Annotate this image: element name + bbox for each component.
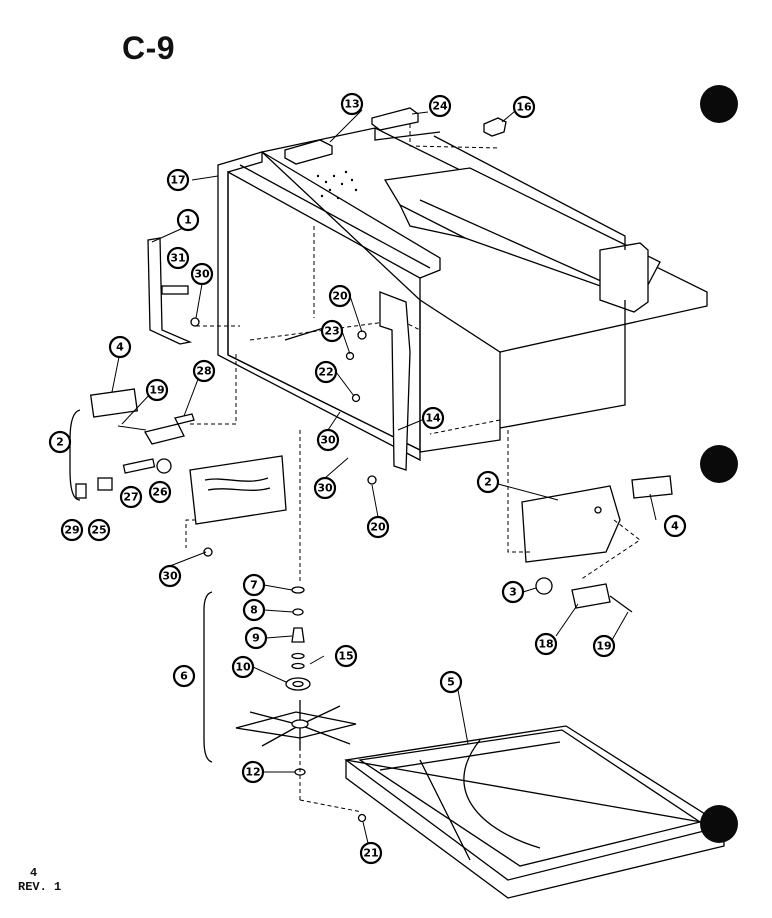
callout-26: 26 (148, 480, 172, 504)
callout-18: 18 (534, 632, 558, 656)
callout-23: 23 (320, 319, 344, 343)
callout-5: 5 (439, 670, 463, 694)
callout-27: 27 (119, 485, 143, 509)
callout-3: 3 (501, 580, 525, 604)
callout-19: 19 (145, 378, 169, 402)
svg-text:2: 2 (56, 436, 64, 449)
callout-1: 1 (176, 208, 200, 232)
callout-25: 25 (87, 518, 111, 542)
svg-text:13: 13 (344, 98, 359, 111)
callout-2: 2 (476, 470, 500, 494)
svg-text:4: 4 (671, 520, 679, 533)
svg-text:1: 1 (184, 214, 192, 227)
callout-4: 4 (108, 335, 132, 359)
svg-text:18: 18 (538, 638, 553, 651)
callout-28: 28 (192, 359, 216, 383)
callout-20: 20 (328, 284, 352, 308)
svg-text:25: 25 (91, 524, 106, 537)
callout-12: 12 (241, 760, 265, 784)
callout-7: 7 (242, 573, 266, 597)
svg-text:4: 4 (116, 341, 124, 354)
callout-17: 17 (166, 168, 190, 192)
svg-text:21: 21 (363, 847, 378, 860)
latch-assembly-right (521, 475, 673, 613)
svg-text:22: 22 (318, 366, 333, 379)
svg-text:15: 15 (338, 650, 353, 663)
svg-text:10: 10 (235, 661, 251, 674)
callout-8: 8 (242, 598, 266, 622)
svg-text:19: 19 (596, 640, 611, 653)
stirrer-leader-lines (169, 283, 537, 844)
callout-2: 2 (48, 430, 72, 454)
callout-30: 30 (158, 564, 182, 588)
callout-9: 9 (244, 626, 268, 650)
svg-text:29: 29 (64, 524, 79, 537)
callout-29: 29 (60, 518, 84, 542)
svg-text:14: 14 (425, 412, 441, 425)
svg-text:5: 5 (447, 676, 455, 689)
svg-text:12: 12 (245, 766, 260, 779)
svg-text:19: 19 (149, 384, 164, 397)
callout-15: 15 (334, 644, 358, 668)
stirrer-cover (344, 725, 726, 899)
callout-30: 30 (190, 262, 214, 286)
svg-text:30: 30 (320, 434, 336, 447)
callout-16: 16 (512, 95, 536, 119)
svg-text:30: 30 (162, 570, 178, 583)
callout-30: 30 (316, 428, 340, 452)
callout-4: 4 (663, 514, 687, 538)
svg-text:30: 30 (317, 482, 333, 495)
revision-label: REV. 1 (18, 880, 62, 894)
binder-hole-bottom (700, 805, 738, 843)
svg-text:9: 9 (252, 632, 260, 645)
svg-text:6: 6 (180, 670, 188, 683)
callout-13: 13 (340, 92, 364, 116)
binder-hole-top (700, 85, 738, 123)
svg-text:2: 2 (484, 476, 492, 489)
callout-19: 19 (592, 634, 616, 658)
svg-text:20: 20 (332, 290, 348, 303)
svg-text:3: 3 (509, 586, 517, 599)
latch-assembly-left (75, 388, 287, 557)
assembly-guide-lines (185, 124, 641, 813)
hinge-bracket-right (345, 291, 411, 485)
callout-24: 24 (428, 94, 452, 118)
page-number: 4 (30, 866, 38, 880)
callout-6: 6 (172, 664, 196, 688)
callout-10: 10 (231, 655, 255, 679)
svg-text:27: 27 (123, 491, 138, 504)
svg-text:8: 8 (250, 604, 258, 617)
svg-text:7: 7 (250, 579, 258, 592)
svg-text:26: 26 (152, 486, 168, 499)
leader-lines (111, 109, 657, 745)
page-title: C-9 (122, 30, 176, 66)
vent-holes (316, 170, 358, 200)
svg-text:31: 31 (170, 252, 185, 265)
binder-hole-middle (700, 445, 738, 483)
svg-text:24: 24 (432, 100, 448, 113)
svg-text:17: 17 (170, 174, 185, 187)
svg-text:28: 28 (196, 365, 211, 378)
svg-text:20: 20 (370, 521, 386, 534)
callout-20: 20 (366, 515, 390, 539)
cabinet-top-assembly (217, 127, 708, 462)
callout-30: 30 (313, 476, 337, 500)
callout-14: 14 (421, 406, 445, 430)
callout-22: 22 (314, 360, 338, 384)
callout-21: 21 (359, 841, 383, 865)
svg-text:30: 30 (194, 268, 210, 281)
callout-31: 31 (166, 246, 190, 270)
svg-text:16: 16 (516, 101, 532, 114)
top-connectors (284, 107, 507, 165)
svg-text:23: 23 (324, 325, 339, 338)
